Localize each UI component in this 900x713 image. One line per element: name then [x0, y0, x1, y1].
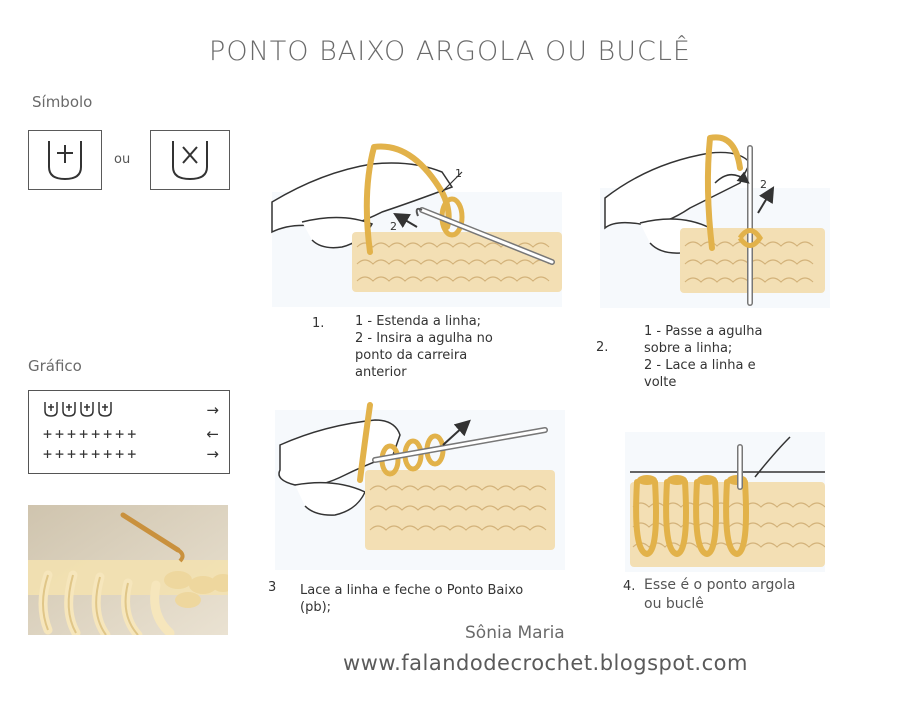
step-1-number: 1.: [312, 316, 325, 331]
stitch-photo-image: [28, 505, 228, 635]
chart-arrow-1: →: [206, 401, 219, 419]
step-2-number: 2.: [596, 340, 609, 355]
stitch-photo: [28, 505, 228, 635]
step-3-line: Lace a linha e feche o Ponto Baixo: [300, 583, 524, 598]
step-2-arrow-label: 2: [760, 178, 767, 191]
step-3-line: (pb);: [300, 600, 332, 615]
chart-section-label: Gráfico: [28, 357, 82, 375]
step-1-line: 2 - Insira a agulha no: [355, 331, 493, 346]
step-1-arrow-label-2: 2: [390, 220, 397, 233]
chart-row-1: [43, 399, 123, 419]
u-cross-symbol-icon: [48, 141, 82, 181]
symbol-section-label: Símbolo: [32, 93, 93, 111]
step-4-line: Esse é o ponto argola: [644, 577, 796, 593]
blog-url: www.falandodecrochet.blogspot.com: [343, 651, 748, 675]
step-1-line: ponto da carreira: [355, 348, 468, 363]
step-2-text: 1 - Passe a agulha sobre a linha; 2 - La…: [644, 323, 763, 391]
symbol-box-cross: [28, 130, 102, 190]
chart-row-2: ++++++++: [43, 425, 140, 443]
stitch-chart: → ++++++++ ← ++++++++ →: [28, 390, 230, 474]
step-3-number: 3: [268, 580, 277, 595]
step-1-drawing: [271, 143, 562, 307]
step-2-line: volte: [644, 375, 677, 390]
page-title: PONTO BAIXO ARGOLA OU BUCLÊ: [209, 36, 691, 67]
chart-row-3: ++++++++: [43, 445, 140, 463]
author-credit: Sônia Maria: [465, 623, 565, 643]
step-3-text: Lace a linha e feche o Ponto Baixo (pb);: [300, 582, 523, 616]
step-4-illustration: [625, 432, 825, 572]
step-2-line: sobre a linha;: [644, 341, 733, 356]
step-2-illustration: 2: [600, 128, 830, 308]
or-text: ou: [114, 152, 131, 167]
symbol-box-x: [150, 130, 230, 190]
step-1-illustration: 1 2: [262, 132, 562, 307]
step-1-line: anterior: [355, 365, 407, 380]
step-1-arrow-label-1: 1: [455, 167, 462, 180]
step-3-illustration: [265, 400, 565, 572]
step-4-line: ou buclê: [644, 596, 704, 612]
chart-arrow-2: ←: [206, 425, 219, 443]
step-2-line: 2 - Lace a linha e: [644, 358, 756, 373]
step-2-line: 1 - Passe a agulha: [644, 324, 763, 339]
chart-arrow-3: →: [206, 445, 219, 463]
step-2-drawing: [600, 134, 830, 308]
step-3-drawing: [275, 402, 565, 570]
step-1-text: 1 - Estenda a linha; 2 - Insira a agulha…: [355, 313, 493, 381]
step-4-number: 4.: [623, 579, 636, 594]
step-1-line: 1 - Estenda a linha;: [355, 314, 482, 329]
step-4-drawing: [625, 432, 825, 572]
step-4-text: Esse é o ponto argola ou buclê: [644, 576, 795, 614]
u-stitch-row-icon: [44, 402, 112, 417]
u-x-symbol-icon: [172, 141, 208, 181]
